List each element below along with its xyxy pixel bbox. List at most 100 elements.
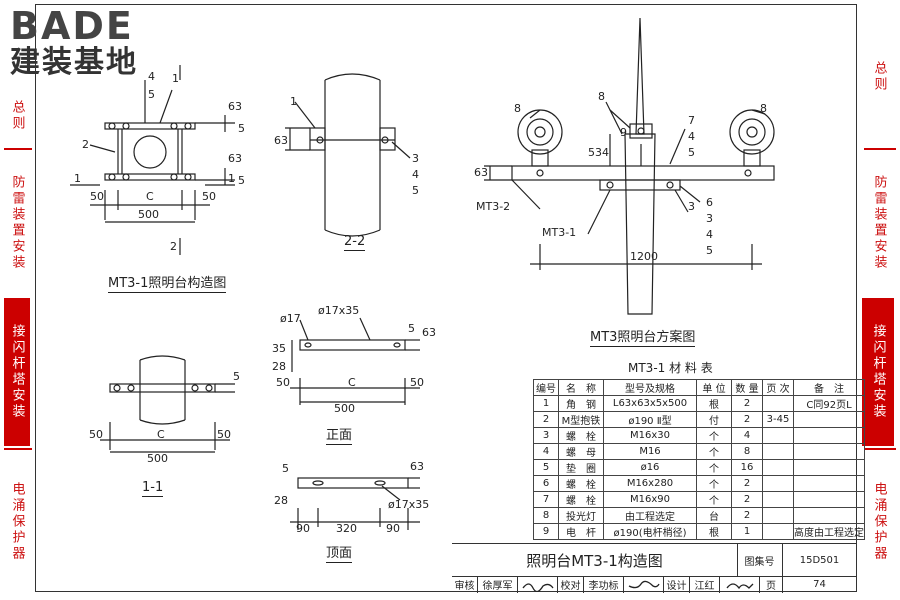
- design-name: 江红: [690, 576, 720, 593]
- logo-brand: BADE: [10, 4, 134, 48]
- signature-design: [725, 582, 753, 589]
- logo-tagline: 建装基地: [10, 45, 138, 80]
- table-cell: 螺 母: [558, 443, 604, 460]
- table-cell: M16x90: [603, 491, 697, 508]
- mt3-callout-5a: 5: [688, 146, 695, 159]
- table-cell: 8: [533, 507, 559, 524]
- design-signature: [720, 576, 760, 593]
- mt3-callout-6: 6: [706, 196, 713, 209]
- mt31-dim-63b: 63: [228, 152, 242, 165]
- check-signature: [624, 576, 664, 593]
- table-cell: [762, 523, 794, 540]
- top-dim-28: 28: [274, 494, 288, 507]
- sidebar-left-item-lightning-devices[interactable]: 防雷装置安装: [9, 175, 25, 271]
- mt31-dim-50-left: 50: [90, 190, 104, 203]
- sec22-callout-3: 3: [412, 152, 419, 165]
- table-cell: ø16: [603, 459, 697, 476]
- mt3-callout-7: 7: [688, 114, 695, 127]
- table-cell: 螺 栓: [558, 491, 604, 508]
- drawing-frame: [35, 4, 857, 592]
- mt31-callout-2: 2: [82, 138, 89, 151]
- atlas-number: 15D501: [799, 554, 840, 566]
- check-name: 李功标: [584, 576, 624, 593]
- table-cell: 5: [533, 459, 559, 476]
- table-cell: 2: [731, 475, 763, 492]
- front-dim-d17: ø17: [280, 312, 301, 325]
- table-cell: 个: [696, 475, 732, 492]
- review-signature: [518, 576, 558, 593]
- table-cell: 个: [696, 443, 732, 460]
- table-cell: M16x280: [603, 475, 697, 492]
- mt3-label-mt31: MT3-1: [542, 226, 576, 239]
- sidebar-right-item-air-terminal-tower[interactable]: 接闪杆塔安装: [862, 298, 894, 446]
- mt31-dim-63a: 63: [228, 100, 242, 113]
- table-cell: 高度由工程选定: [793, 523, 865, 540]
- sidebar-left-item-general[interactable]: 总则: [9, 100, 25, 132]
- drawing-front-view: ø17 ø17x35 35 28 5 63 50 C 50 500: [272, 304, 436, 415]
- table-cell: 16: [731, 459, 763, 476]
- sidebar-right-item-lightning-devices[interactable]: 防雷装置安装: [871, 175, 887, 271]
- design-label: 设计: [664, 576, 690, 593]
- mt3-callout-8-mid: 8: [598, 90, 605, 103]
- table-cell: [762, 443, 794, 460]
- logo: BADE 建装基地: [10, 6, 138, 80]
- col-header-spec: 型号及规格: [603, 379, 697, 396]
- top-dim-90-right: 90: [386, 522, 400, 535]
- table-cell: 台: [696, 507, 732, 524]
- signature-check: [628, 580, 660, 588]
- top-dim-5: 5: [282, 462, 289, 475]
- sidebar-left-item-air-terminal-tower[interactable]: 接闪杆塔安装: [4, 298, 30, 446]
- mt3-callout-4a: 4: [688, 130, 695, 143]
- table-cell: 角 钢: [558, 395, 604, 412]
- table-cell: 螺 栓: [558, 427, 604, 444]
- sidebar-right-item-surge-protector[interactable]: 电涌保护器: [871, 482, 887, 562]
- table-cell: ø190(电杆梢径): [603, 523, 697, 540]
- front-dim-d17x35: ø17x35: [318, 304, 359, 317]
- sec11-dim-500: 500: [147, 452, 168, 465]
- mt31-dim-500: 500: [138, 208, 159, 221]
- table-cell: [793, 475, 865, 492]
- col-header-remark: 备 注: [793, 379, 865, 396]
- mt3-callout-9: 9: [620, 126, 627, 139]
- page-number: 74: [813, 579, 826, 590]
- sidebar-left-item-surge-protector[interactable]: 电涌保护器: [9, 482, 25, 562]
- mt3-dim-534: 534: [588, 146, 609, 159]
- front-dim-5: 5: [408, 322, 415, 335]
- table-cell: 4: [533, 443, 559, 460]
- sec22-callout-5: 5: [412, 184, 419, 197]
- sec22-dim-63: 63: [274, 134, 288, 147]
- drawing-top-view: 5 63 28 ø17x35 90 320 90: [274, 460, 429, 535]
- mt31-section-2: 2: [170, 240, 177, 253]
- table-cell: [793, 411, 865, 428]
- mt3-callout-3: 3: [688, 200, 695, 213]
- table-cell: M型抱铁: [558, 411, 604, 428]
- table-cell: 7: [533, 491, 559, 508]
- table-cell: [793, 491, 865, 508]
- front-dim-50-left: 50: [276, 376, 290, 389]
- table-cell: 6: [533, 475, 559, 492]
- mt3-label-mt32: MT3-2: [476, 200, 510, 213]
- top-dim-90-left: 90: [296, 522, 310, 535]
- material-table-title: MT3-1 材 料 表: [628, 361, 713, 375]
- mt31-callout-5: 5: [148, 88, 155, 101]
- table-cell: L63x63x5x500: [603, 395, 697, 412]
- sec22-callout-1: 1: [290, 95, 297, 108]
- table-cell: 个: [696, 427, 732, 444]
- drawing-mt3-scheme: 8 8 9 7 4 5 8 3 6 3 4 5 63 534 1200 MT3-…: [474, 17, 775, 315]
- sec11-dim-5: 5: [233, 370, 240, 383]
- sidebar-right-item-general[interactable]: 总则: [871, 61, 887, 93]
- caption-section-1-1: 1-1: [142, 480, 164, 497]
- col-header-name: 名 称: [558, 379, 604, 396]
- table-cell: 螺 栓: [558, 475, 604, 492]
- table-cell: 由工程选定: [603, 507, 697, 524]
- table-cell: 垫 圈: [558, 459, 604, 476]
- mt31-dim-5b: 5: [238, 174, 245, 187]
- check-label: 校对: [558, 576, 584, 593]
- mt31-dim-50-right: 50: [202, 190, 216, 203]
- sec11-dim-50-right: 50: [217, 428, 231, 441]
- top-dim-63: 63: [410, 460, 424, 473]
